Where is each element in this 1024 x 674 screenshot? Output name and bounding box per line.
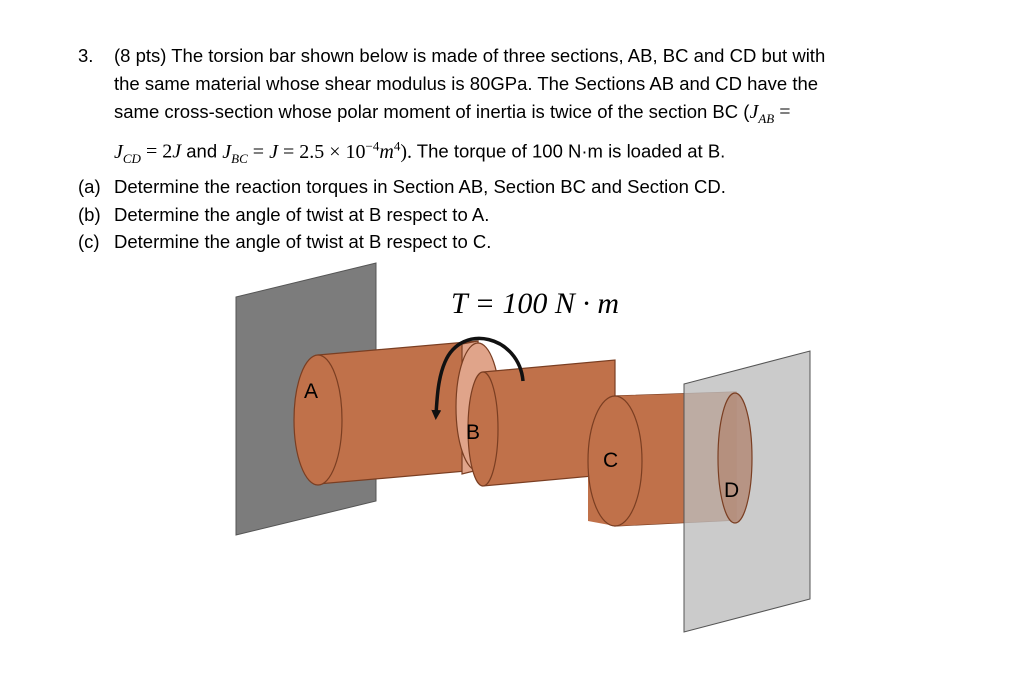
part-a: (a) Determine the reaction torques in Sec… bbox=[78, 173, 958, 201]
intro-text-3: same cross-section whose polar moment of… bbox=[114, 100, 750, 122]
part-a-label: (a) bbox=[78, 175, 101, 197]
equation-j-bc: JBC bbox=[222, 141, 248, 167]
label-a: A bbox=[304, 380, 318, 403]
section-ab bbox=[293, 340, 479, 486]
question-number: 3. bbox=[78, 45, 94, 66]
equation-j-ab: JAB bbox=[749, 100, 775, 126]
part-b-label: (b) bbox=[78, 203, 101, 225]
equation-and: and bbox=[181, 141, 223, 163]
problem-statement: 3. (8 pts) The torsion bar shown below is… bbox=[78, 42, 958, 256]
label-d: D bbox=[724, 479, 739, 502]
torque-arrow bbox=[431, 336, 525, 420]
part-c-text: Determine the angle of twist at B respec… bbox=[114, 231, 492, 253]
intro-text-1: (8 pts) The torsion bar shown below is m… bbox=[114, 45, 826, 66]
problem-line-2: the same material whose shear modulus is… bbox=[78, 70, 958, 98]
equation-equals: = bbox=[774, 100, 791, 123]
part-a-text: Determine the reaction torques in Sectio… bbox=[114, 175, 726, 197]
torque-label: T = 100 N · m bbox=[451, 287, 619, 320]
equation-j-cd: JCD bbox=[114, 141, 141, 167]
label-c: C bbox=[603, 449, 618, 472]
equation-2j: = 2J bbox=[140, 141, 182, 164]
label-b: B bbox=[466, 421, 480, 444]
problem-line-4: JCD = 2J and JBC = J = 2.5 × 10−4m4). Th… bbox=[78, 132, 958, 172]
part-b-text: Determine the angle of twist at B respec… bbox=[114, 203, 490, 225]
intro-text-4-tail: The torque of 100 N·m is loaded at B. bbox=[412, 141, 726, 163]
part-b: (b) Determine the angle of twist at B res… bbox=[78, 201, 958, 229]
part-c-label: (c) bbox=[78, 231, 100, 253]
part-c: (c) Determine the angle of twist at B res… bbox=[78, 228, 958, 256]
problem-line-3: same cross-section whose polar moment of… bbox=[78, 98, 958, 133]
problem-line-1: 3. (8 pts) The torsion bar shown below is… bbox=[78, 42, 958, 70]
section-bc bbox=[467, 359, 616, 487]
intro-text-2: the same material whose shear modulus is… bbox=[114, 72, 819, 94]
end-face-d bbox=[717, 392, 753, 524]
equation-j-value: = J = 2.5 × 10−4m4). bbox=[247, 138, 412, 164]
